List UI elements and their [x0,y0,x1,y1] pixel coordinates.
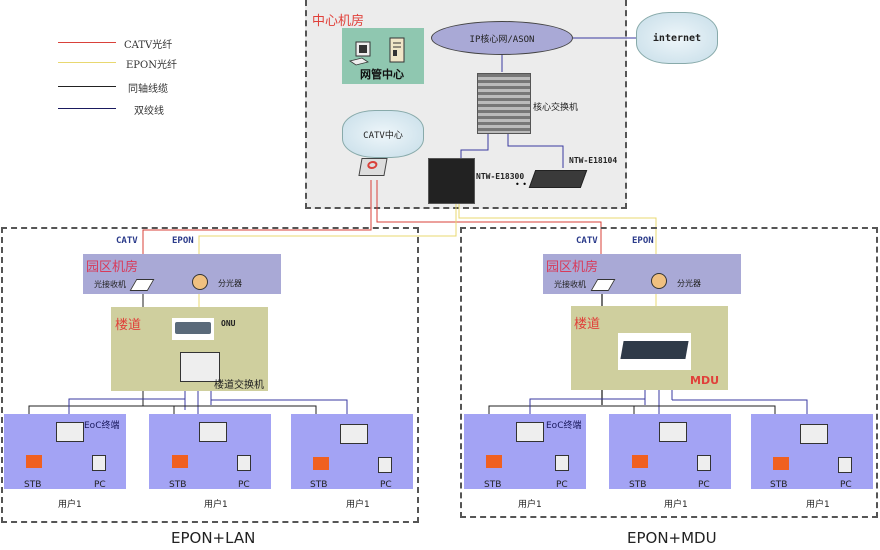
user-name: 用户1 [518,500,542,510]
stb-label: STB [629,480,647,490]
left-splitter-icon[interactable] [192,274,208,290]
stb-icon[interactable] [313,457,329,470]
legend-label-twisted: 双绞线 [134,106,164,117]
eoc-terminal-icon[interactable] [800,424,828,444]
server-icon [389,37,405,63]
olt-e18104-label: NTW-E18104 [569,156,618,165]
legend-line-epon [58,62,116,63]
user-name: 用户1 [806,500,830,510]
pc-icon[interactable] [555,455,569,471]
left-epon-label: EPON [172,236,194,246]
right-splitter-icon[interactable] [651,273,667,289]
right-corridor-title: 楼道 [574,317,601,332]
eoc-terminal-icon[interactable] [199,422,227,442]
right-caption: EPON+MDU [627,529,717,547]
site-epon-mdu [460,227,878,518]
core-switch-label: 核心交换机 [533,103,579,113]
pc-label: PC [94,480,106,490]
internet-label: internet [652,32,702,44]
nms-label: 网管中心 [360,68,404,81]
catv-center-label: CATV中心 [363,130,403,141]
user-name: 用户1 [664,500,688,510]
right-park-room-title: 园区机房 [546,260,599,275]
right-splitter-label: 分光器 [677,279,701,288]
stb-label: STB [770,480,788,490]
nms-center: 网管中心 [342,28,424,84]
eoc-terminal-icon[interactable] [56,422,84,442]
pc-icon[interactable] [378,457,392,473]
pc-label: PC [840,480,852,490]
right-park-room [543,254,741,294]
right-receiver-label: 光接收机 [554,280,586,289]
epon-fiber-right [458,200,657,282]
olt2-link [507,132,564,168]
eoc-terminal-icon[interactable] [340,424,368,444]
pc-icon[interactable] [92,455,106,471]
olt1-link [460,132,489,158]
left-park-room-title: 园区机房 [86,260,139,275]
stb-icon[interactable] [486,455,502,468]
left-catv-label: CATV [116,236,138,246]
onu-label: ONU [221,319,236,328]
catv-fiber-right [376,180,602,278]
site-epon-lan [1,227,419,523]
pc-icon[interactable] [237,455,251,471]
pc-label: PC [698,480,710,490]
pc-label: PC [380,480,392,490]
internet-cloud[interactable]: internet [636,12,718,64]
right-catv-label: CATV [576,236,598,246]
stb-label: STB [310,480,328,490]
left-receiver-label: 光接收机 [94,280,126,289]
pc-icon[interactable] [697,455,711,471]
floor-switch-label: 楼道交换机 [214,380,264,391]
left-caption: EPON+LAN [171,529,256,547]
user-name: 用户1 [346,500,370,510]
catv-center-cloud[interactable]: CATV中心 [342,110,424,158]
legend-label-epon: EPON光纤 [126,60,177,71]
eoc-terminal-icon[interactable] [659,422,687,442]
onu-icon[interactable] [172,318,214,340]
olt-e18300-label: NTW-E18300 [476,172,525,181]
user-name: 用户1 [58,500,82,510]
center-room-title: 中心机房 [312,14,365,29]
stb-label: STB [484,480,502,490]
pc-label: PC [238,480,250,490]
legend-label-catv: CATV光纤 [124,40,173,51]
stb-label: STB [24,480,42,490]
mdu-icon[interactable] [618,333,691,370]
legend-line-catv [58,42,116,43]
optical-transmitter-icon[interactable] [358,158,388,176]
mdu-label: MDU [690,374,720,387]
stb-icon[interactable] [26,455,42,468]
user-name: 用户1 [204,500,228,510]
floor-switch-icon[interactable] [180,352,220,382]
left-eoc-label: EoC终端 [84,421,120,431]
stb-icon[interactable] [773,457,789,470]
olt-e18300-icon[interactable] [428,158,475,204]
ip-core-network[interactable]: IP核心网/ASON [431,21,573,55]
stb-icon[interactable] [172,455,188,468]
olt-e18104-icon[interactable] [528,170,588,188]
pc-label: PC [556,480,568,490]
left-corridor-title: 楼道 [115,318,142,333]
ellipsis-dots: • • [515,180,527,189]
core-switch-icon[interactable] [477,73,531,134]
stb-label: STB [169,480,187,490]
nms-icons [349,37,405,66]
eoc-terminal-icon[interactable] [516,422,544,442]
ip-core-network-label: IP核心网/ASON [469,34,535,45]
legend-label-coax: 同轴线缆 [128,84,168,95]
pc-icon[interactable] [838,457,852,473]
left-splitter-label: 分光器 [218,279,242,288]
stb-icon[interactable] [632,455,648,468]
computer-icon [349,41,371,66]
legend-line-twisted [58,108,116,109]
right-eoc-label: EoC终端 [546,421,582,431]
right-epon-label: EPON [632,236,654,246]
legend-line-coax [58,86,116,87]
left-park-room [83,254,281,294]
